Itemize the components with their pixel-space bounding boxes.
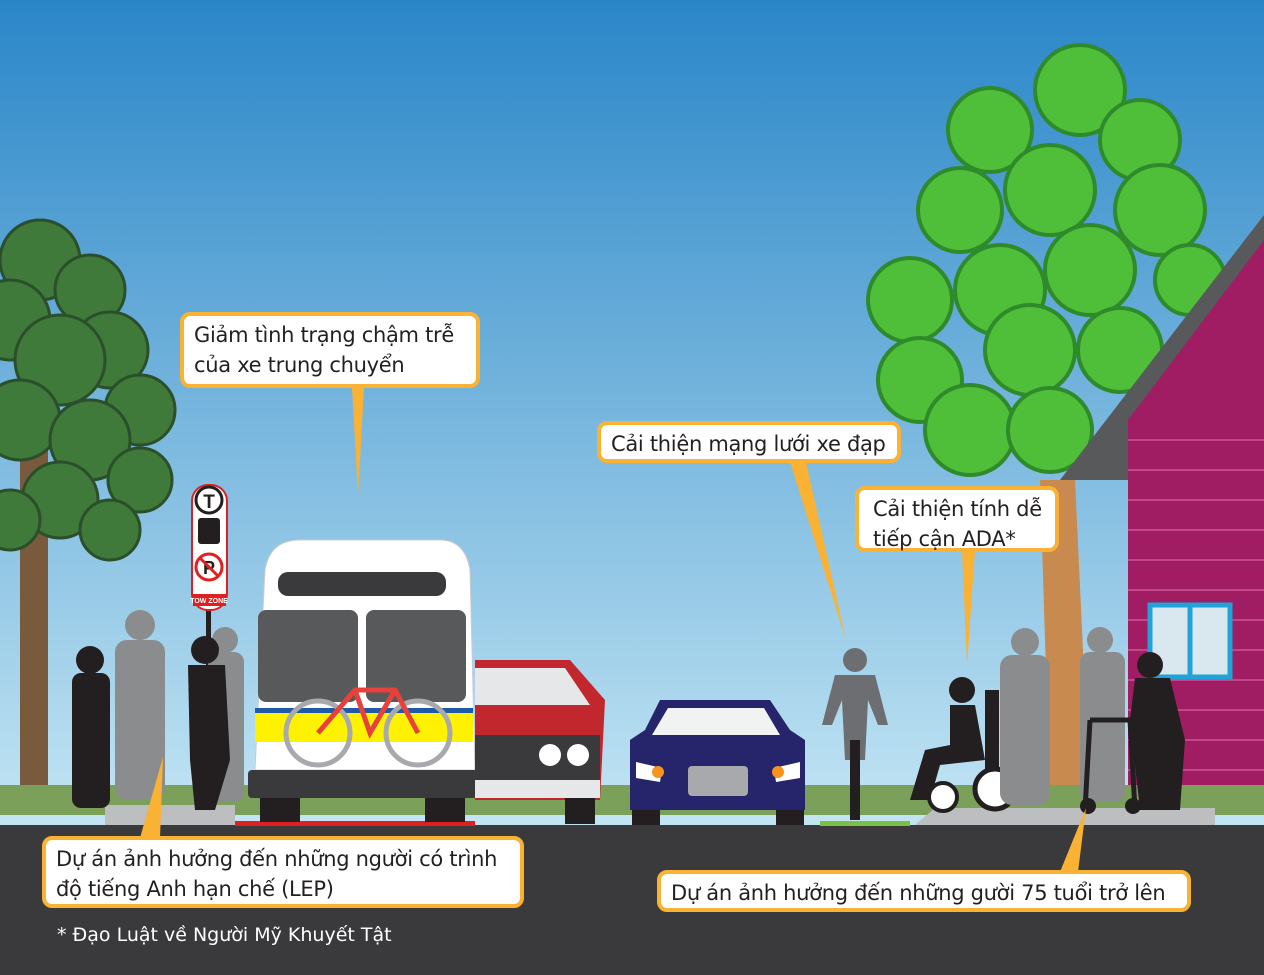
pedestrians-left <box>72 610 244 810</box>
callout-pointers <box>140 388 1086 872</box>
callout-elderly-impact: Dự án ảnh hưởng đến những gười 75 tuổi t… <box>657 870 1191 912</box>
right-tree <box>866 43 1227 800</box>
bike-lane-marking <box>820 821 910 826</box>
left-tree <box>0 218 177 800</box>
callout-bike-network: Cải thiện mạng lưới xe đạp <box>597 421 901 463</box>
cyclist <box>822 648 888 820</box>
bicycle-on-rack <box>283 687 453 768</box>
callout-transit-delay: Giảm tình trạng chậm trễ của xe trung ch… <box>180 312 480 388</box>
red-car <box>475 660 605 824</box>
walker <box>1082 717 1138 811</box>
callout-ada-access: Cải thiện tính dễ tiếp cận ADA* <box>855 486 1059 552</box>
house <box>1060 215 1264 810</box>
t-logo: T <box>203 492 215 513</box>
footnote-ada-definition: * Đạo Luật về Người Mỹ Khuyết Tật <box>57 924 392 946</box>
tow-zone-label: TOW ZONE <box>190 598 228 605</box>
bus-lane-marking <box>235 821 475 826</box>
navy-car <box>630 700 805 825</box>
sidewalk-right <box>915 808 1215 825</box>
bus <box>248 539 478 822</box>
pedestrians-right <box>1000 627 1185 814</box>
callout-lep-impact: Dự án ảnh hưởng đến những người có trình… <box>42 836 524 908</box>
